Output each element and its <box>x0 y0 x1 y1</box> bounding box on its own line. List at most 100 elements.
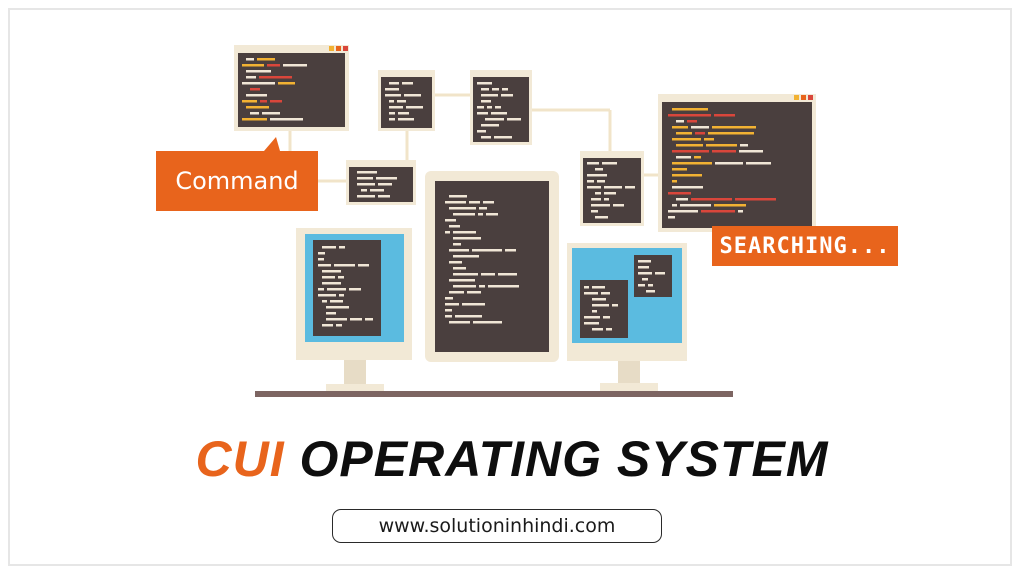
code-line <box>445 297 453 300</box>
code-line <box>389 112 395 115</box>
website-url-text: www.solutioninhindi.com <box>378 515 616 537</box>
code-line <box>668 210 698 213</box>
center-tablet <box>425 171 559 362</box>
code-line <box>473 321 502 324</box>
command-label: Command <box>175 167 299 195</box>
code-line <box>398 112 409 115</box>
code-line <box>376 177 397 180</box>
code-line <box>389 118 395 121</box>
code-line <box>246 106 269 109</box>
code-line <box>612 304 618 307</box>
code-line <box>625 186 635 189</box>
code-line <box>449 195 467 198</box>
code-line <box>469 201 480 204</box>
code-line <box>676 198 688 201</box>
code-line <box>740 144 748 147</box>
code-line <box>318 252 325 255</box>
code-line <box>592 328 603 331</box>
code-line <box>339 294 344 297</box>
code-line <box>477 106 484 109</box>
code-line <box>385 88 399 91</box>
searching-tag: SEARCHING... <box>712 226 898 266</box>
code-line <box>322 324 333 327</box>
code-line <box>357 177 373 180</box>
code-line <box>672 186 703 189</box>
code-line <box>505 249 516 252</box>
code-line <box>479 285 485 288</box>
code-line <box>672 204 677 207</box>
code-line <box>672 108 708 111</box>
code-line <box>502 88 508 91</box>
code-line <box>668 192 691 195</box>
code-line <box>488 285 519 288</box>
code-line <box>485 118 504 121</box>
code-line <box>676 120 684 123</box>
searching-label: SEARCHING... <box>719 233 891 259</box>
right-monitor <box>567 243 687 391</box>
command-tag: Command <box>156 137 318 211</box>
code-line <box>491 112 507 115</box>
code-line <box>350 318 362 321</box>
code-lines <box>242 58 776 331</box>
code-line <box>591 210 598 213</box>
code-line <box>322 282 341 285</box>
code-line <box>668 114 711 117</box>
code-line <box>283 64 307 67</box>
code-line <box>318 258 324 261</box>
code-line <box>701 210 735 213</box>
code-line <box>267 64 280 67</box>
code-line <box>270 118 303 121</box>
code-line <box>472 249 502 252</box>
code-line <box>259 76 292 79</box>
code-line <box>695 132 705 135</box>
code-line <box>481 94 498 97</box>
code-line <box>595 216 608 219</box>
code-line <box>738 210 743 213</box>
code-line <box>398 118 414 121</box>
code-line <box>478 213 483 216</box>
code-line <box>672 168 687 171</box>
code-line <box>445 309 452 312</box>
code-line <box>481 273 495 276</box>
code-line <box>642 278 648 281</box>
code-line <box>487 106 492 109</box>
code-line <box>606 328 612 331</box>
code-line <box>389 106 403 109</box>
code-line <box>498 273 517 276</box>
code-line <box>404 94 421 97</box>
code-line <box>250 88 260 91</box>
code-line <box>349 288 361 291</box>
code-line <box>604 192 616 195</box>
title-accent: CUI <box>195 431 285 487</box>
code-line <box>455 315 482 318</box>
code-line <box>486 213 498 216</box>
code-line <box>246 70 271 73</box>
code-line <box>591 204 610 207</box>
connector-lines <box>288 93 658 183</box>
code-line <box>672 162 712 165</box>
code-line <box>494 136 512 139</box>
code-line <box>638 272 652 275</box>
code-line <box>453 231 476 234</box>
code-line <box>370 189 384 192</box>
code-line <box>338 276 344 279</box>
code-line <box>270 100 282 103</box>
code-line <box>453 273 478 276</box>
code-line <box>646 290 655 293</box>
code-line <box>477 130 486 133</box>
code-line <box>602 162 617 165</box>
code-line <box>361 189 367 192</box>
code-line <box>746 162 771 165</box>
code-line <box>467 291 481 294</box>
code-line <box>687 120 697 123</box>
code-line <box>357 183 375 186</box>
code-line <box>676 132 692 135</box>
code-line <box>330 300 343 303</box>
code-line <box>453 213 475 216</box>
code-line <box>694 156 701 159</box>
code-line <box>326 306 349 309</box>
code-line <box>495 106 501 109</box>
code-line <box>481 124 499 127</box>
cui-illustration <box>234 45 816 397</box>
code-line <box>481 100 491 103</box>
